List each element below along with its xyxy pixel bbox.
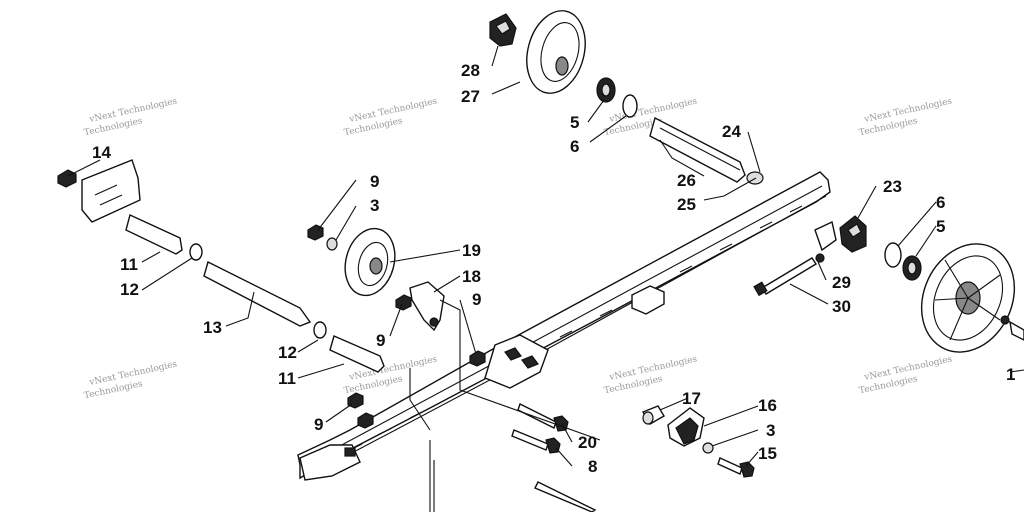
bolt-part-8: [511, 429, 561, 454]
callout-28: 28: [461, 61, 480, 80]
callout-9: 9: [314, 415, 323, 434]
callout-16: 16: [758, 396, 777, 415]
nut-part-9: [469, 350, 486, 367]
axle-part-26: [649, 116, 746, 183]
callout-14: 14: [92, 143, 111, 162]
callout-12: 12: [120, 280, 139, 299]
callout-30: 30: [832, 297, 851, 316]
nut-part-9: [357, 412, 374, 429]
idler-wheel-part-19: [344, 227, 396, 297]
watermark: vNext Technologies Technologies: [343, 96, 438, 138]
lower-fastener-group: [511, 403, 755, 512]
callout-11: 11: [120, 255, 138, 274]
ring-part-6: [884, 242, 902, 268]
callout-12: 12: [278, 343, 297, 362]
callout-20: 20: [578, 433, 597, 452]
callout-3: 3: [370, 196, 379, 215]
callout-29: 29: [832, 273, 851, 292]
bracket-part-18: [409, 281, 445, 332]
callout-5: 5: [936, 217, 945, 236]
bolt-shank: [534, 481, 597, 512]
callout-19: 19: [462, 241, 481, 260]
leader-lines: [67, 45, 1024, 467]
middle-idler-assembly: [307, 224, 486, 429]
bolt-part-30: [753, 257, 817, 297]
washer-part-12: [189, 243, 203, 261]
washer-part-12: [313, 321, 327, 339]
callout-9: 9: [376, 331, 385, 350]
idler-wheel-part-27: [526, 10, 586, 94]
upper-idler-assembly: [489, 10, 764, 185]
callout-24: 24: [722, 122, 741, 141]
callout-18: 18: [462, 267, 481, 286]
watermark: vNext Technologies Technologies: [858, 354, 953, 396]
callout-5: 5: [570, 113, 579, 132]
mount-bracket-part-16: [667, 407, 705, 447]
callout-8: 8: [588, 457, 597, 476]
nut-part-14: [57, 169, 77, 188]
bearing-part-5: [596, 77, 616, 103]
callout-1: 1: [1006, 365, 1015, 384]
callout-9: 9: [370, 172, 379, 191]
bolt-part-15: [717, 457, 755, 478]
callout-13: 13: [203, 318, 222, 337]
callout-27: 27: [461, 87, 480, 106]
callout-15: 15: [758, 444, 777, 463]
callout-6: 6: [936, 193, 945, 212]
callout-25: 25: [677, 195, 696, 214]
bearing-part-5: [902, 255, 922, 281]
left-shaft-assembly: [57, 159, 385, 373]
callout-9: 9: [472, 290, 481, 309]
callout-17: 17: [682, 389, 701, 408]
idler-wheel-part-1: [920, 243, 1016, 353]
spacer-part-17: [641, 405, 665, 425]
rear-idler-assembly: [753, 215, 1024, 353]
callout-26: 26: [677, 171, 696, 190]
slide-rail: [297, 171, 837, 512]
callout-23: 23: [883, 177, 902, 196]
spacer-part-11: [329, 335, 385, 373]
callout-11: 11: [278, 369, 296, 388]
hub-cap-part-28: [489, 13, 517, 47]
spacer-part-11: [125, 214, 183, 255]
callout-labels: 28 27 5 6 24 26 25 23 6 5 29 30 14 11 12…: [92, 61, 1015, 476]
callout-6: 6: [570, 137, 579, 156]
callout-3: 3: [766, 421, 775, 440]
ring-part-6: [622, 94, 638, 118]
nut-part-9: [395, 294, 412, 311]
washer-part-3: [702, 442, 714, 454]
shaft-part-13: [203, 260, 312, 327]
watermark: vNext Technologies Technologies: [858, 96, 953, 138]
washer-part-3: [326, 237, 338, 251]
watermark: vNext Technologies Technologies: [83, 359, 178, 401]
bolt-part-20: [517, 403, 569, 432]
watermark: vNext Technologies Technologies: [83, 96, 178, 138]
hub-cap-part-23: [839, 215, 867, 253]
nut-part-29: [815, 253, 825, 263]
